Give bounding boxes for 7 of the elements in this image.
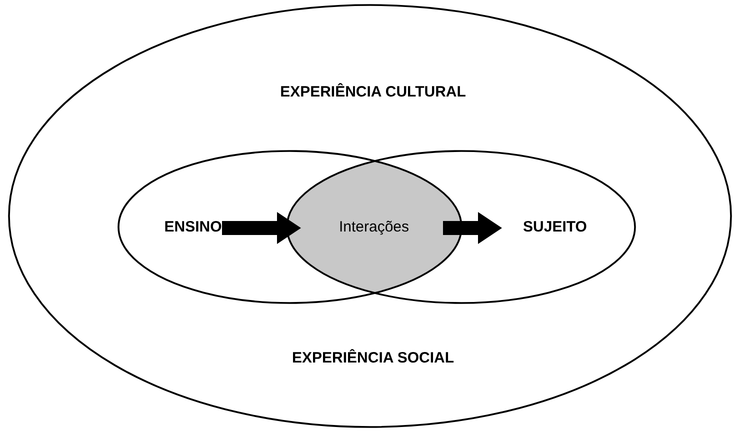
- node-label: SUJEITO: [523, 218, 587, 236]
- node-label: Interações: [338, 218, 410, 236]
- node-label: EXPERIÊNCIA CULTURAL: [280, 84, 466, 100]
- arrow: [443, 212, 502, 244]
- node-label: ENSINO: [164, 218, 222, 236]
- arrow: [222, 212, 301, 244]
- node-label: EXPERIÊNCIA SOCIAL: [292, 350, 454, 366]
